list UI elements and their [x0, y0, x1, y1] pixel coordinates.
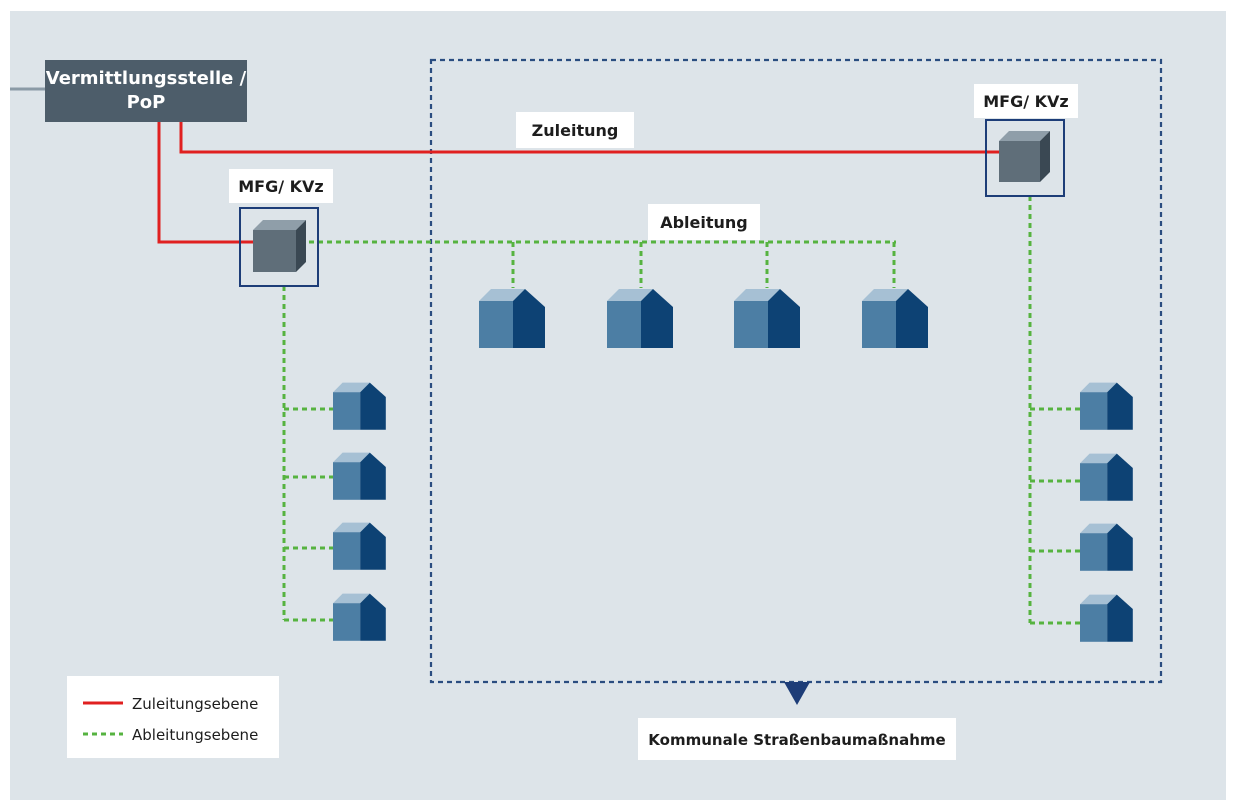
house-icon [333, 452, 386, 500]
zone-label: Kommunale Straßenbaumaßnahme [648, 731, 945, 749]
cabinet-left-frame [239, 207, 319, 287]
houses [333, 289, 1133, 642]
cabinet-icon [253, 220, 306, 272]
house-icon [1080, 382, 1133, 430]
cabinet-left [239, 207, 319, 287]
cabinet-right-label-box [974, 84, 1078, 118]
drop-lines [282, 196, 1080, 625]
legend-box [67, 676, 279, 758]
house-icon [607, 289, 673, 348]
house-icon [1080, 453, 1133, 501]
feeder-line-to-left-cabinet [157, 122, 262, 244]
drop-label: Ableitung [660, 213, 748, 232]
cabinet-right-frame [985, 119, 1065, 197]
pop-label-line1: Vermittlungsstelle / [46, 68, 247, 89]
feeder-lines [157, 122, 1006, 244]
pop-label-line2: PoP [127, 92, 166, 113]
cabinet-left-label-box [229, 169, 333, 203]
construction-zone-border [429, 58, 1163, 684]
house-icon [734, 289, 800, 348]
cabinet-right [985, 119, 1065, 197]
legend-drop-label: Ableitungsebene [132, 726, 258, 744]
legend-feeder-label: Zuleitungsebene [132, 695, 258, 713]
cabinet-icon [999, 131, 1050, 182]
zone-label-box [638, 718, 956, 760]
cabinet-left-label: MFG/ KVz [238, 177, 324, 196]
drop-label-box [648, 204, 760, 240]
feeder-label: Zuleitung [532, 121, 619, 140]
house-icon [333, 522, 386, 570]
feeder-label-box [516, 112, 634, 148]
house-icon [333, 593, 386, 641]
house-icon [333, 382, 386, 430]
house-icon [1080, 523, 1133, 571]
legend: Zuleitungsebene Ableitungsebene [67, 676, 279, 758]
house-icon [862, 289, 928, 348]
house-icon [1080, 594, 1133, 642]
feeder-line-to-right-cabinet [179, 122, 1006, 154]
pop-box [45, 60, 247, 122]
cabinet-right-label: MFG/ KVz [983, 92, 1069, 111]
house-icon [479, 289, 545, 348]
triangle-down-icon [784, 682, 810, 705]
